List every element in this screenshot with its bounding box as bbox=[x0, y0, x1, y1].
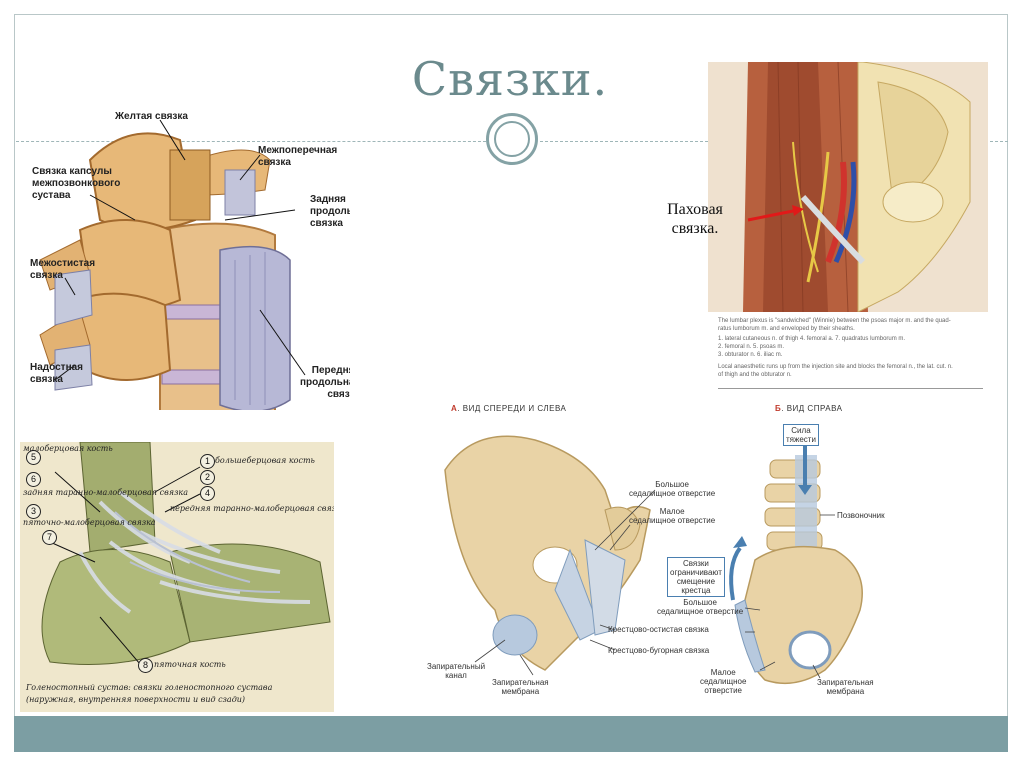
ankle-marker-4: 4 bbox=[200, 486, 215, 501]
label-lesser-sciatic-foramen-b: Малое седалищное отверстие bbox=[700, 668, 747, 695]
heading-b-text: . ВИД СПРАВА bbox=[781, 404, 843, 413]
spine-illustration bbox=[39, 119, 306, 410]
heading-a-text: . ВИД СПЕРЕДИ И СЛЕВА bbox=[457, 404, 567, 413]
ankle-label-7: пяточно-малоберцовая связка bbox=[23, 518, 156, 527]
ankle-label-8: пяточная кость bbox=[154, 660, 226, 669]
caption-divider bbox=[718, 388, 983, 389]
label-obturator-membrane-b: Запирательная мембрана bbox=[817, 678, 874, 696]
ankle-marker-3: 3 bbox=[26, 504, 41, 519]
label-lesser-sciatic-foramen: Малое седалищное отверстие bbox=[629, 507, 716, 525]
ankle-marker-7: 7 bbox=[42, 530, 57, 545]
spine-ligaments-figure: Желтая связка Межпоперечная связка Связк… bbox=[20, 100, 350, 410]
label-obturator-membrane: Запирательная мембрана bbox=[492, 678, 549, 696]
caption-line: of thigh and the obturator n. bbox=[718, 372, 792, 378]
inguinal-caption: The lumbar plexus is "sandwiched" (Winni… bbox=[708, 314, 988, 390]
pelvis-heading-b: Б. ВИД СПРАВА bbox=[775, 404, 843, 413]
caption-line: 3. obturator n. 6. iliac m. bbox=[718, 352, 783, 358]
label-gravity: Сила тяжести bbox=[783, 424, 819, 446]
label-obturator-canal: Запирательный канал bbox=[427, 662, 486, 680]
label-greater-sciatic-foramen: Большое седалищное отверстие bbox=[629, 480, 716, 498]
label-interspinous-ligament: Межостистая связка bbox=[30, 258, 96, 281]
ankle-label-1: большеберцовая кость bbox=[215, 456, 315, 465]
title-divider-left bbox=[16, 141, 486, 142]
pelvis-ligaments-figure: А. ВИД СПЕРЕДИ И СЛЕВА Б. ВИД СПРАВА bbox=[415, 400, 1005, 710]
pelvis-heading-a: А. ВИД СПЕРЕДИ И СЛЕВА bbox=[451, 404, 566, 413]
pelvis-illustration bbox=[444, 435, 863, 685]
footer-band bbox=[14, 716, 1008, 752]
heading-b-letter: Б bbox=[775, 404, 782, 413]
label-sacrospinous-ligament: Крестцово-остистая связка bbox=[608, 625, 709, 634]
ankle-marker-2: 2 bbox=[200, 470, 215, 485]
ankle-marker-8: 8 bbox=[138, 658, 153, 673]
label-yellow-ligament: Желтая связка bbox=[115, 111, 188, 122]
label-capsule-ligament: Связка капсулы межпозвонкового сустава bbox=[32, 166, 121, 201]
caption-line: 1. lateral cutaneous n. of thigh 4. femo… bbox=[718, 336, 906, 342]
label-supraspinous-ligament: Надостная связка bbox=[30, 362, 84, 385]
ankle-caption: Голеностопный сустав: связки голеностопн… bbox=[26, 683, 273, 704]
caption-line: The lumbar plexus is "sandwiched" (Winni… bbox=[718, 318, 951, 324]
ankle-label-5: малоберцовая кость bbox=[23, 444, 113, 453]
inguinal-illustration bbox=[708, 62, 988, 313]
label-sacrum-restraint: Связки ограничивают смещение крестца bbox=[667, 557, 725, 597]
label-sacrotuberous-ligament: Крестцово-бугорная связка bbox=[608, 646, 710, 655]
label-inguinal-ligament: Паховая связка. bbox=[667, 201, 723, 237]
heading-a-letter: А bbox=[451, 404, 458, 413]
ankle-illustration bbox=[41, 442, 331, 665]
ankle-ligaments-figure: 5 малоберцовая кость 6 задняя таранно-ма… bbox=[20, 442, 334, 712]
label-spine: Позвоночник bbox=[837, 511, 885, 520]
caption-line: ratus lumborum m. and enveloped by their… bbox=[718, 326, 855, 332]
title-ornament-icon bbox=[486, 113, 538, 165]
ankle-label-6: задняя таранно-малоберцовая связка bbox=[23, 488, 188, 497]
ankle-marker-6: 6 bbox=[26, 472, 41, 487]
label-intertransverse-ligament: Межпоперечная связка bbox=[258, 145, 338, 168]
caption-line: 2. femoral n. 5. psoas m. bbox=[718, 344, 785, 350]
label-posterior-longitudinal-ligament: Задняя продольная связка bbox=[310, 194, 350, 229]
label-greater-sciatic-foramen-b: Большое седалищное отверстие bbox=[657, 598, 744, 616]
ankle-marker-5: 5 bbox=[26, 450, 41, 465]
slide-title: Связки. bbox=[411, 52, 609, 106]
inguinal-ligament-figure: The lumbar plexus is "sandwiched" (Winni… bbox=[708, 62, 988, 392]
caption-line: Local anaesthetic runs up from the injec… bbox=[718, 364, 953, 370]
label-anterior-longitudinal-ligament: Передняя продольная связка bbox=[300, 365, 350, 400]
ankle-label-4: передняя таранно-малоберцовая связка bbox=[170, 504, 334, 513]
ankle-marker-1: 1 bbox=[200, 454, 215, 469]
